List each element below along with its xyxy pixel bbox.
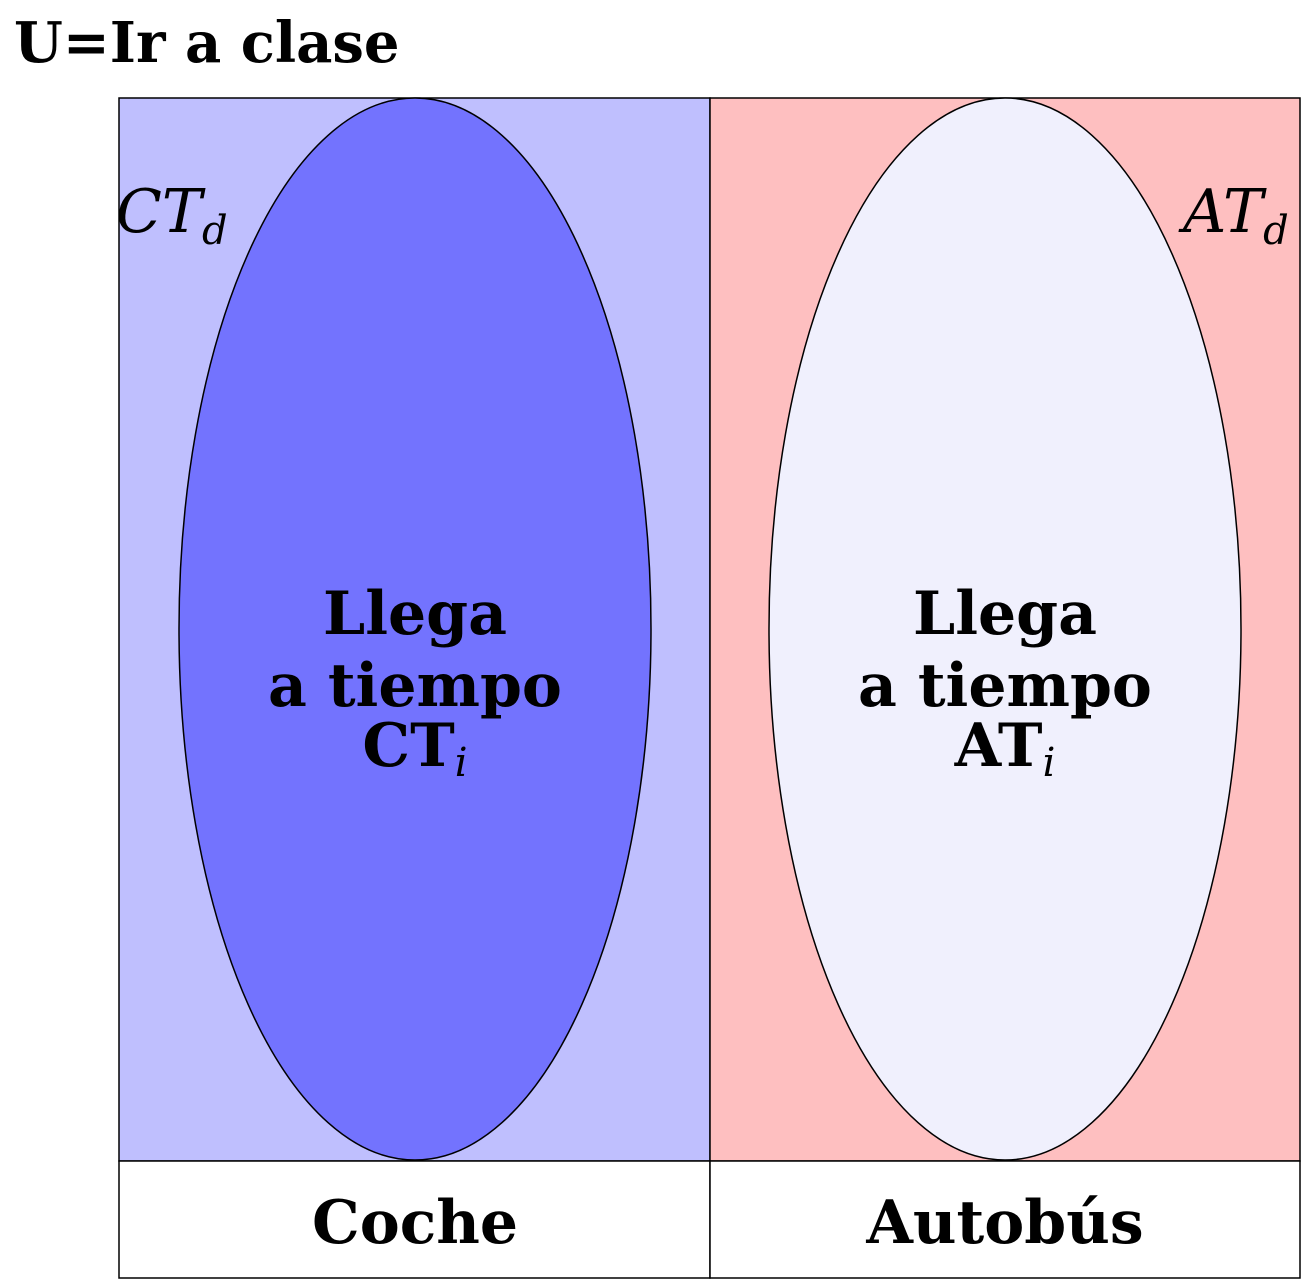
- ellipse-autobus-a-tiempo: [768, 97, 1242, 1161]
- diagram-title: U=Ir a clase: [14, 10, 400, 76]
- caption-cell-coche: [118, 1160, 711, 1279]
- right-ellipse-line2: a tiempo: [858, 651, 1152, 721]
- label-ct-d: CTd: [116, 177, 228, 254]
- left-ellipse-line2: a tiempo: [268, 651, 562, 721]
- right-ellipse-line1: Llega: [913, 579, 1097, 649]
- left-ellipse-line1: Llega: [323, 579, 507, 649]
- caption-cell-autobus: [709, 1160, 1301, 1279]
- label-at-i: ATi: [954, 711, 1056, 786]
- label-ct-i: CTi: [362, 711, 467, 786]
- ellipse-coche-a-tiempo: [178, 97, 652, 1161]
- label-at-d: ATd: [1178, 177, 1289, 254]
- caption-coche: Coche: [312, 1188, 518, 1258]
- caption-autobus: Autobús: [865, 1188, 1143, 1258]
